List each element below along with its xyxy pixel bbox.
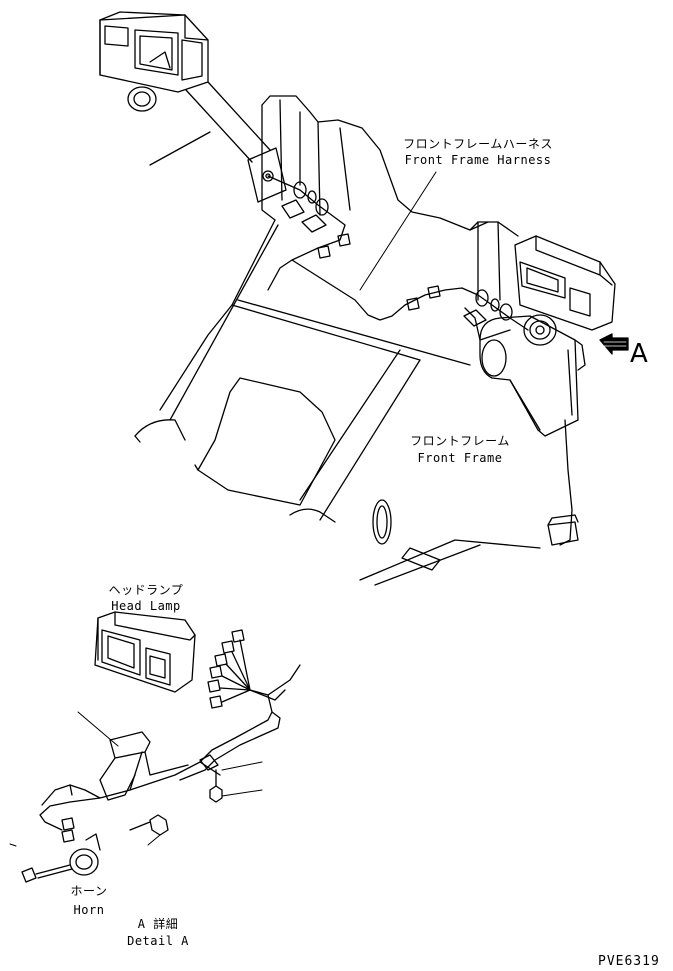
label-front-frame-harness-jp: フロントフレームハーネス: [403, 137, 553, 151]
label-front-frame-en: Front Frame: [417, 451, 503, 465]
detail-a-harness: [21, 629, 301, 883]
horn-upper: [127, 86, 157, 112]
view-arrow-label: A: [630, 339, 649, 369]
label-horn-jp: ホーン: [70, 884, 108, 898]
horn-right-upper: [523, 314, 557, 346]
head-lamp-right-upper: [514, 235, 616, 371]
front-frame-body: [134, 95, 579, 586]
label-head-lamp-jp: ヘッドランプ: [108, 583, 184, 597]
label-front-frame-harness-en: Front Frame Harness: [404, 153, 552, 167]
label-detail-jp: A 詳細: [137, 917, 179, 931]
drawing-code: PVE6319: [598, 954, 660, 969]
front-frame-harness: [267, 175, 579, 546]
label-horn-en: Horn: [73, 903, 105, 917]
leaders-detail: [9, 711, 263, 847]
detail-a-head-lamp: [94, 611, 196, 693]
head-lamp-left-upper: [99, 11, 209, 93]
label-head-lamp-en: Head Lamp: [111, 599, 181, 613]
view-arrow-a: [599, 333, 629, 355]
label-detail-en: Detail A: [127, 934, 189, 948]
label-front-frame-jp: フロントフレーム: [410, 434, 510, 448]
frame-arm: [149, 81, 271, 166]
leaders-upper: [359, 171, 437, 291]
